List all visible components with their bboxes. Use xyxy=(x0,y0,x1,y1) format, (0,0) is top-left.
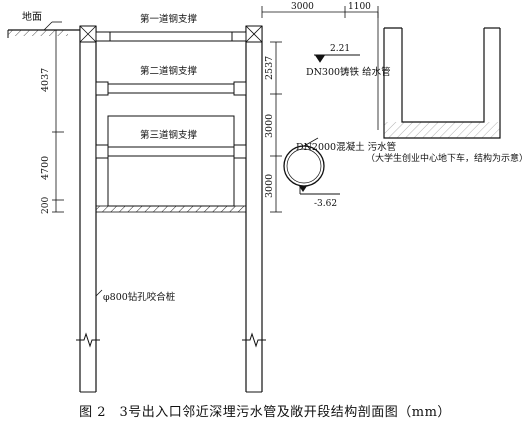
strut-2 xyxy=(95,81,247,96)
pile-leader xyxy=(95,289,103,297)
figure-caption: 图 2 3号出入口邻近深埋污水管及敞开段结构剖面图（mm） xyxy=(79,405,451,420)
dim-left-2: 4700 xyxy=(40,156,51,180)
strut-3 xyxy=(95,144,247,159)
strut-1 xyxy=(95,31,247,42)
base-slab xyxy=(95,205,247,213)
dim-right-2: 3000 xyxy=(264,114,275,138)
left-dimension-line xyxy=(52,29,64,213)
sewer-pipe-label: DN2000混凝土 污水管 xyxy=(296,141,396,153)
water-pipe-label: DN300铸铁 给水管 xyxy=(306,66,391,78)
pile-label: φ800钻孔咬合桩 xyxy=(103,291,176,303)
water-pipe-marker xyxy=(314,54,360,63)
dim-top-1: 3000 xyxy=(291,2,314,12)
dim-right-3: 3000 xyxy=(264,174,275,198)
basement-structure xyxy=(383,27,501,139)
dim-left-3: 200 xyxy=(41,197,51,214)
sewer-pipe xyxy=(283,137,340,195)
dim-left-1: 4037 xyxy=(40,68,51,92)
strut-2-label: 第二道钢支撑 xyxy=(140,65,198,77)
top-dimension-line xyxy=(261,6,379,130)
basement-note: （大学生创业中心地下车，结构为示意） xyxy=(366,152,528,164)
ground-label: 地面 xyxy=(22,10,42,23)
strut-1-label: 第一道钢支撑 xyxy=(140,13,198,25)
dim-right-1: 2537 xyxy=(264,56,275,80)
ground-line xyxy=(7,21,80,38)
water-pipe-elevation: 2.21 xyxy=(330,44,350,54)
sewer-pipe-elevation: -3.62 xyxy=(314,199,337,209)
basement-slab-hatch xyxy=(384,122,500,138)
strut-3-label: 第三道钢支撑 xyxy=(140,129,198,141)
right-dimension-line xyxy=(270,41,282,213)
dim-top-2: 1100 xyxy=(348,2,371,12)
